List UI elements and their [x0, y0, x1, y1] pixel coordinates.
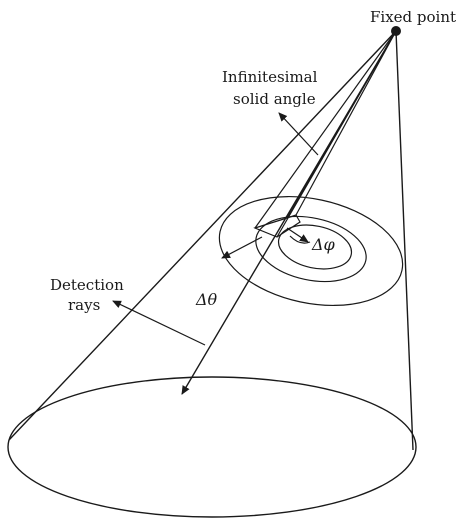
- solid-angle-ray-4: [295, 30, 397, 216]
- delta-theta-label: Δθ: [195, 290, 218, 309]
- fixed-point-dot: [391, 26, 401, 36]
- solid-angle-ray-1: [254, 30, 397, 229]
- cone-base-ellipse: [7, 376, 417, 518]
- detection-ray-arrow: [181, 30, 397, 395]
- cone-right-edge: [395, 30, 414, 451]
- fixed-point-label: Fixed point: [370, 8, 456, 26]
- delta-phi-arrow: [286, 227, 309, 243]
- cone-left-edge: [8, 30, 397, 441]
- detection-label-line1: Detection: [50, 276, 124, 294]
- solid-angle-label-line1: Infinitesimal: [222, 68, 318, 86]
- delta-theta-arrow: [221, 236, 263, 259]
- middle-ring-ellipse: [255, 215, 367, 283]
- outer-ring-ellipse: [218, 195, 404, 307]
- solid-angle-leader: [278, 112, 319, 156]
- solid-angle-label-line2: solid angle: [233, 90, 316, 108]
- inner-ring-ellipse: [277, 224, 353, 270]
- detection-rays-leader: [112, 300, 206, 346]
- solid-angle-patch: [253, 214, 301, 238]
- delta-phi-label: Δφ: [311, 235, 336, 254]
- detection-label-line2: rays: [68, 296, 100, 314]
